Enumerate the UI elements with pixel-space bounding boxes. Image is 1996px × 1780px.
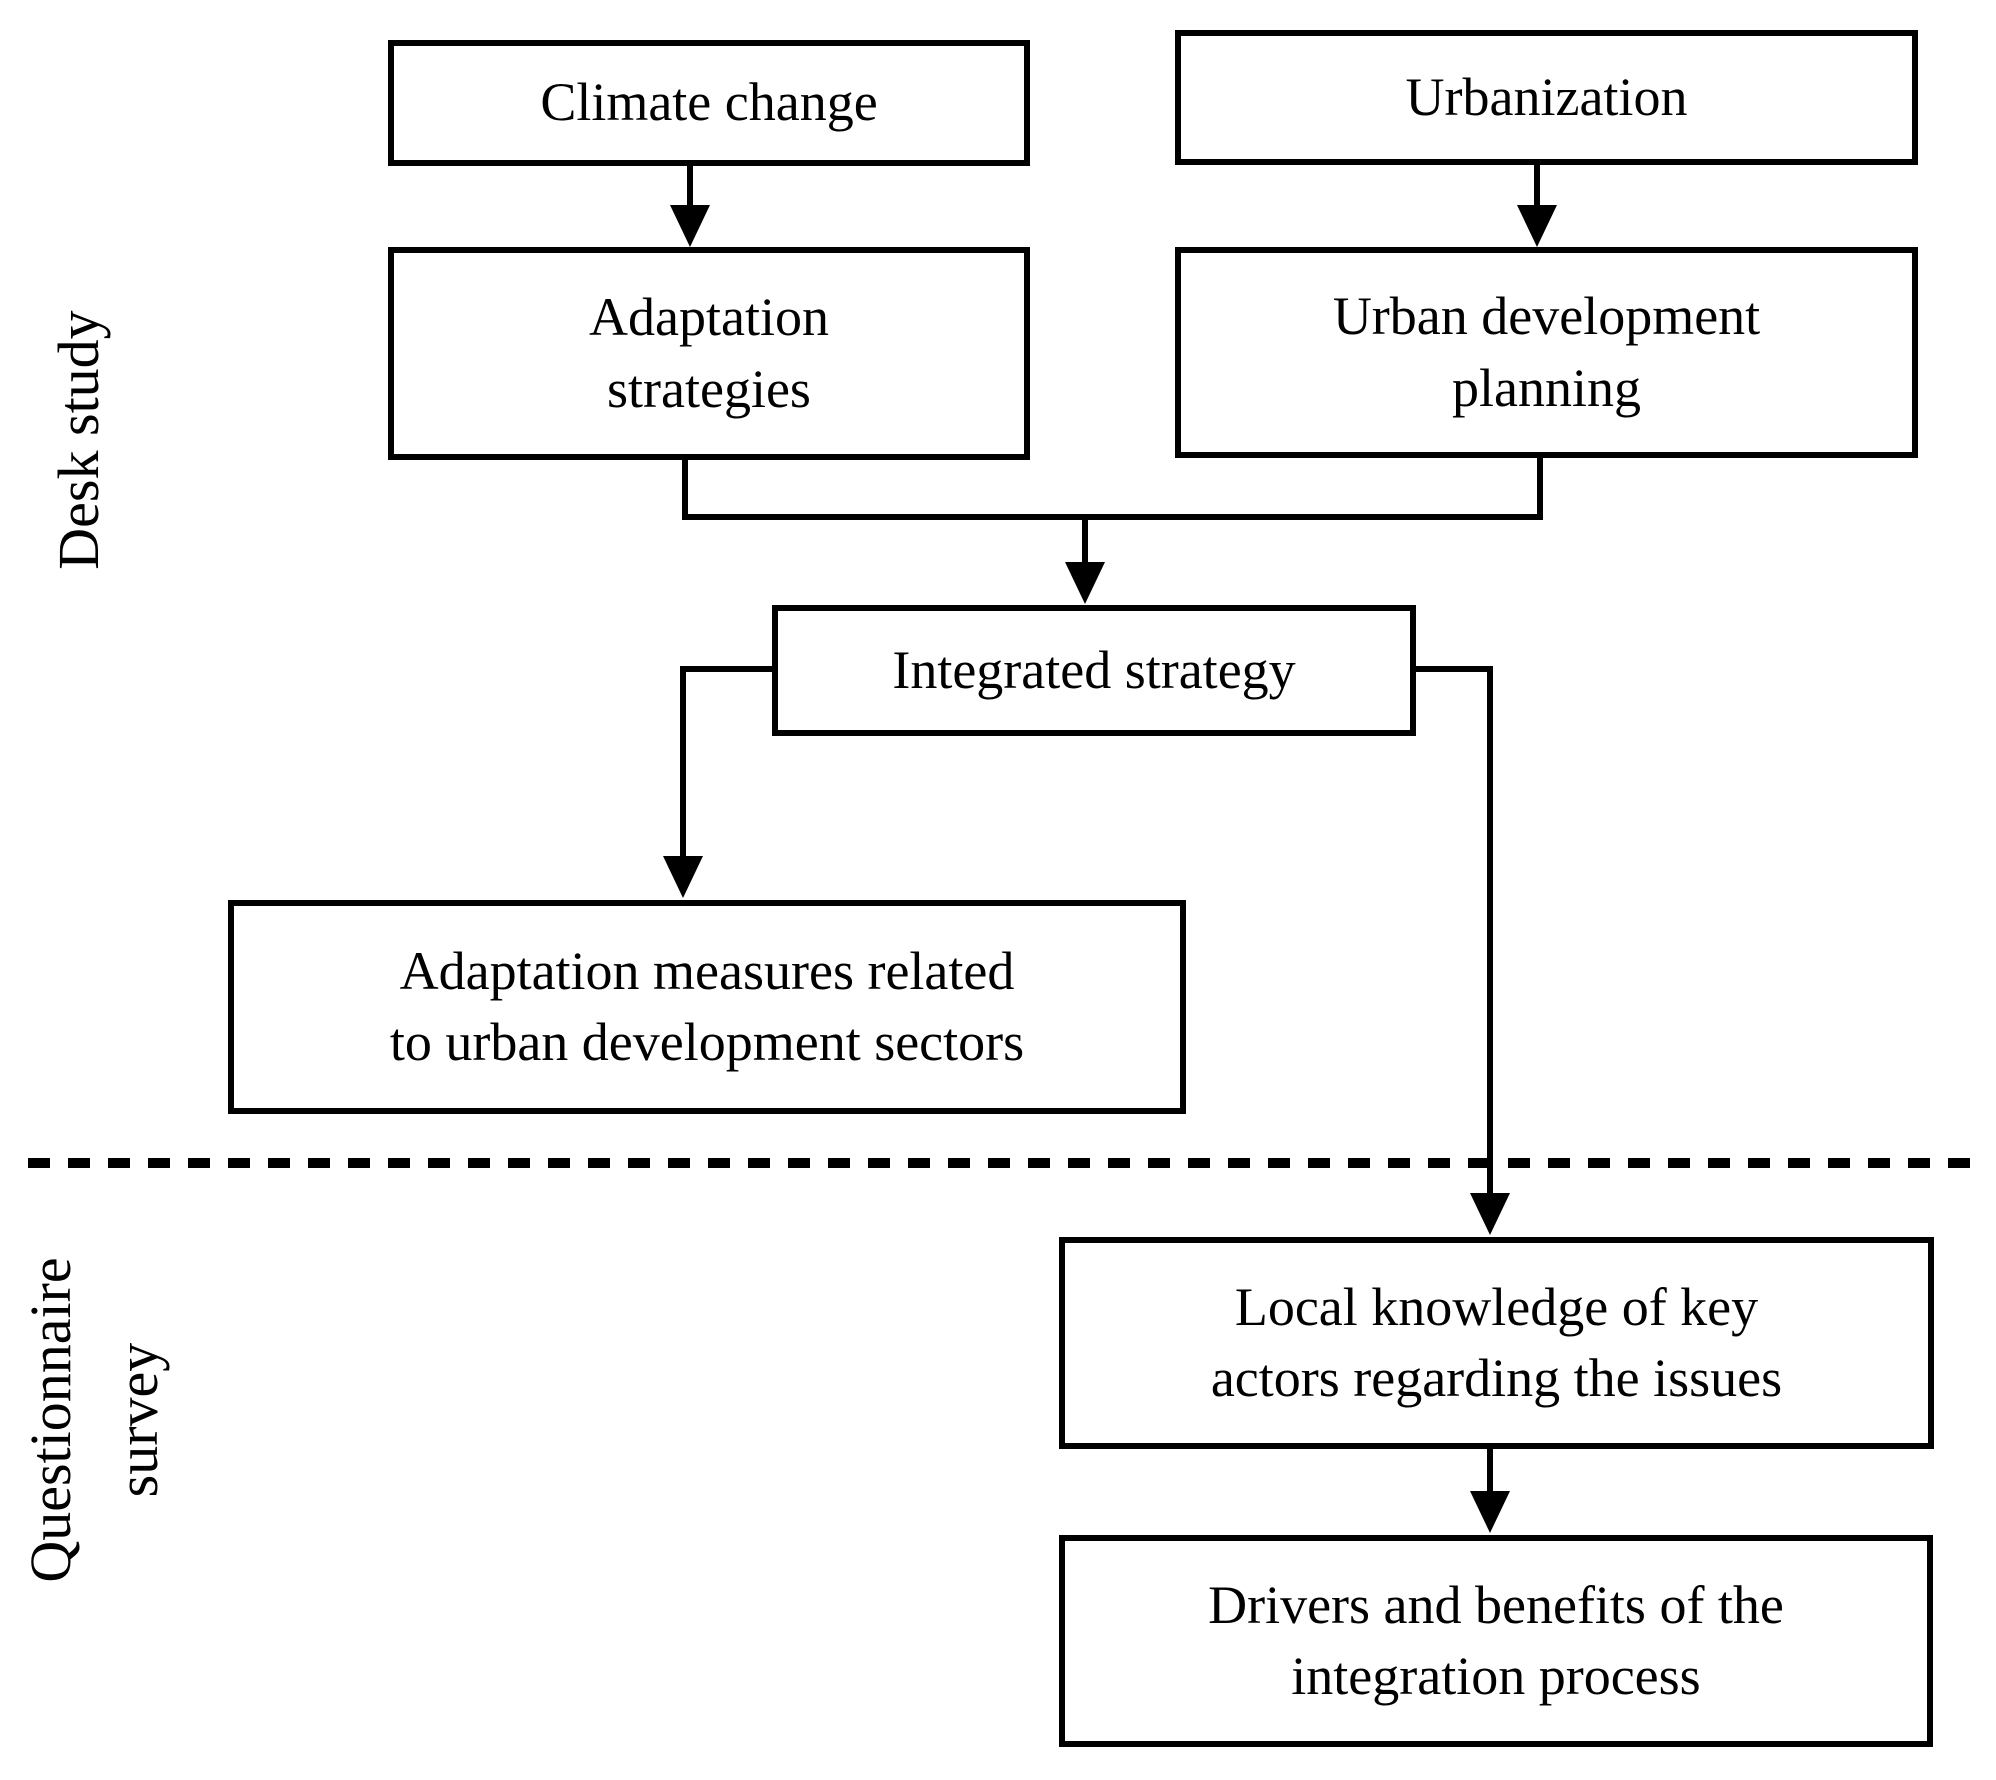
edge-integrated-to-knowledge-arrowhead-icon <box>1470 1193 1510 1235</box>
edge-knowledge-to-drivers-arrowhead-icon <box>1470 1491 1510 1533</box>
node-integrated-strategy: Integrated strategy <box>772 605 1416 736</box>
node-local-knowledge: Local knowledge of key actors regarding … <box>1059 1237 1934 1449</box>
node-adaptation-strategies: Adaptation strategies <box>388 247 1030 460</box>
node-urbanization: Urbanization <box>1175 30 1918 165</box>
edge-climate-to-adaptation-line <box>687 165 693 207</box>
section-label-questionnaire-survey: Questionnaire survey <box>18 1257 170 1583</box>
node-adaptation-measures: Adaptation measures related to urban dev… <box>228 900 1186 1114</box>
edge-integrated-to-measures-vertical-line <box>680 666 686 858</box>
node-drivers-benefits: Drivers and benefits of the integration … <box>1059 1535 1933 1747</box>
section-label-desk-study: Desk study <box>46 310 111 570</box>
node-urban-development-planning: Urban development planning <box>1175 247 1918 458</box>
edge-knowledge-to-drivers-line <box>1487 1449 1493 1493</box>
edge-merge-horizontal-line <box>682 514 1543 520</box>
edge-planning-merge-stub-line <box>1537 456 1543 520</box>
edge-urbanization-to-planning-arrowhead-icon <box>1517 205 1557 247</box>
edge-integrated-to-measures-horizontal-line <box>680 666 772 672</box>
edge-merge-to-integrated-arrowhead-icon <box>1065 562 1105 604</box>
node-climate-change: Climate change <box>388 40 1030 166</box>
edge-integrated-to-knowledge-vertical-line <box>1487 666 1493 1196</box>
section-divider-dashed-line <box>28 1158 1975 1168</box>
edge-urbanization-to-planning-line <box>1534 165 1540 207</box>
edge-integrated-to-knowledge-horizontal-line <box>1416 666 1493 672</box>
edge-merge-drop-line <box>1082 518 1088 564</box>
edge-climate-to-adaptation-arrowhead-icon <box>670 205 710 247</box>
edge-adaptation-merge-stub-line <box>682 458 688 520</box>
edge-integrated-to-measures-arrowhead-icon <box>663 856 703 898</box>
